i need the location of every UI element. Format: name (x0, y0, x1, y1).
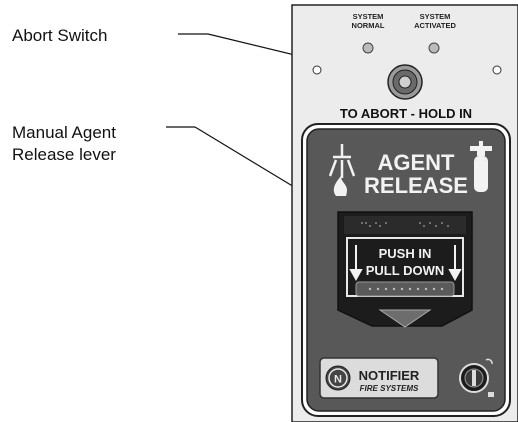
system-activated-label-1: SYSTEM (420, 12, 451, 21)
system-activated-label-2: ACTIVATED (414, 21, 456, 30)
cylinder-valve-icon (470, 141, 492, 192)
system-normal-label-2: NORMAL (352, 21, 385, 30)
lever-grip (355, 281, 455, 297)
brand-name: NOTIFIER (359, 368, 420, 383)
abort-instruction-text: TO ABORT - HOLD IN (340, 106, 472, 121)
system-activated-led (428, 42, 440, 54)
system-normal-led (362, 42, 374, 54)
sprinkler-flame-icon (328, 144, 356, 196)
key-lock-icon[interactable] (459, 358, 494, 397)
system-normal-label-1: SYSTEM (353, 12, 384, 21)
pull-down-text: PULL DOWN (366, 263, 444, 278)
pull-down-arrow-icon (349, 245, 462, 282)
abort-switch-callout: Abort Switch (12, 26, 108, 45)
brand-sub: FIRE SYSTEMS (360, 384, 419, 393)
push-in-text: PUSH IN (379, 246, 432, 261)
agent-title: AGENT (378, 150, 456, 175)
braille-strip (344, 216, 466, 234)
screw-hole-right (492, 65, 502, 75)
abort-switch[interactable] (387, 64, 423, 100)
chevron-down-icon (378, 309, 432, 328)
manual-release-callout-line1: Manual Agent (12, 123, 116, 142)
svg-text:N: N (334, 374, 342, 386)
manual-release-callout-line2: Release lever (12, 145, 116, 164)
grip-dots (368, 287, 444, 291)
manual-agent-release-lever[interactable]: PUSH IN PULL DOWN (337, 211, 473, 328)
braille-dots (361, 222, 449, 227)
notifier-logo-icon: N NOTIFIER FIRE SYSTEMS (319, 357, 439, 399)
screw-hole-left (312, 65, 322, 75)
release-title: RELEASE (364, 173, 468, 198)
